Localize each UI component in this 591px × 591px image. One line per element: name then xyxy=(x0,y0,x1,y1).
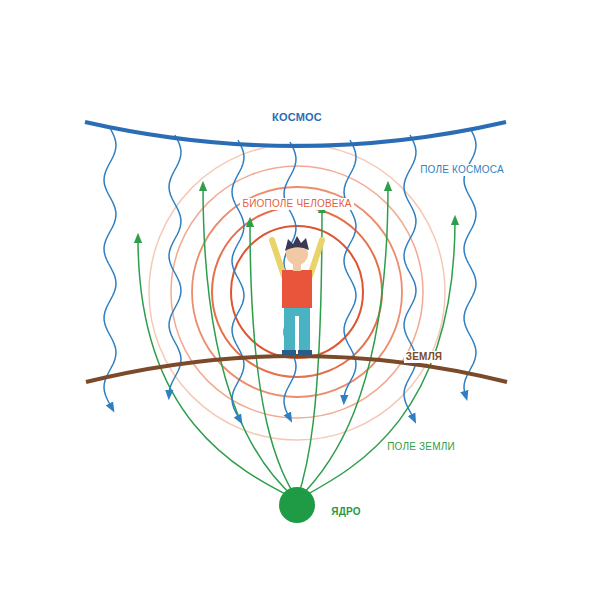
field-label: ПОЛЕ КОСМОСА xyxy=(418,164,506,176)
core-circle xyxy=(279,487,315,523)
space-wave-line xyxy=(232,140,244,420)
earth-field-line xyxy=(203,186,297,500)
field-label: БИОПОЛЕ ЧЕЛОВЕКА xyxy=(240,198,353,210)
field-label: КОСМОС xyxy=(272,111,322,123)
space-wave-line xyxy=(104,128,116,408)
person-figure xyxy=(272,236,322,355)
field-label: ЗЕМЛЯ xyxy=(404,351,444,363)
space-wave-line xyxy=(404,135,416,419)
field-label: ПОЛЕ ЗЕМЛИ xyxy=(385,441,457,453)
earth-field-line xyxy=(138,238,297,500)
earth-field-line xyxy=(297,186,388,500)
space-wave-line xyxy=(169,135,181,395)
space-arc xyxy=(85,122,506,146)
biofield-rings xyxy=(149,144,445,440)
field-label: ЯДРО xyxy=(331,506,360,518)
earth-field-line xyxy=(250,222,297,500)
space-wave-line xyxy=(344,140,356,400)
